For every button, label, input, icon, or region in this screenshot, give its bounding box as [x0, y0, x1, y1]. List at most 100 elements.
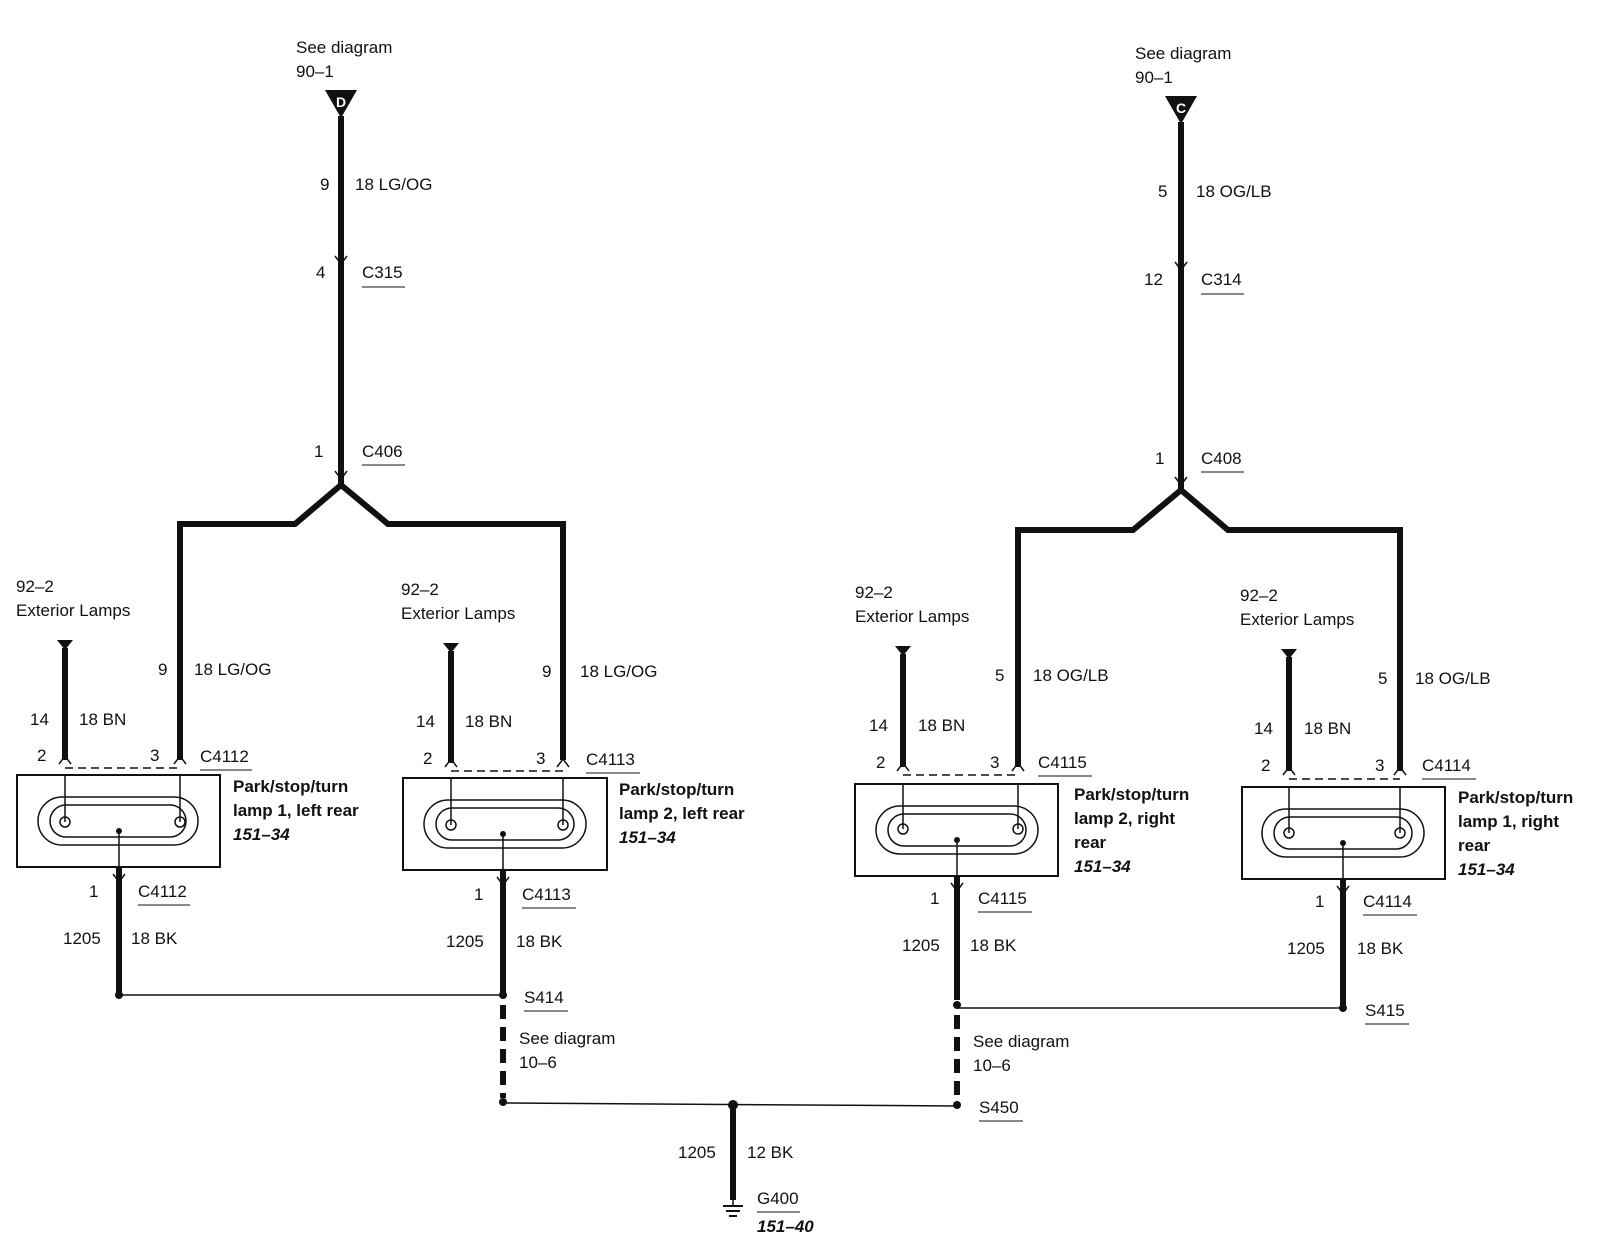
feed-arrow-icon [57, 640, 73, 650]
circuit-label: 1205 [63, 929, 101, 948]
splice-dot [499, 1098, 507, 1106]
splice-label-s414: S414 [524, 988, 564, 1007]
wire-color-label: 18 OG/LB [1033, 666, 1109, 685]
wire-color-label: 12 BK [747, 1143, 794, 1162]
ground-icon [723, 1200, 743, 1217]
splice-dot [953, 1101, 961, 1109]
pin-arrow-icon [1011, 761, 1025, 772]
pin-arrow-icon [1282, 765, 1296, 776]
connector-label: C4114 [1422, 756, 1471, 775]
exterior-lamps-label: Exterior Lamps [16, 601, 130, 620]
page-ref: 151–34 [233, 825, 290, 844]
connector-label: C4115 [1038, 753, 1087, 772]
pin-label: 1 [89, 882, 98, 901]
feed-arrow-icon [443, 643, 459, 653]
lamp-name-line: Park/stop/turn [1458, 788, 1573, 807]
pin-label: 2 [876, 753, 885, 772]
lamp-2-left-rear: 92–2 Exterior Lamps 14 18 BN 9 18 LG/OG … [401, 580, 745, 995]
feed-arrow-icon [895, 646, 911, 656]
pin-label: 1 [314, 442, 323, 461]
pin-arrow-icon [896, 761, 910, 772]
pin-label: 3 [150, 746, 159, 765]
connector-label: C4115 [978, 889, 1027, 908]
see-diagram-label: See diagram [296, 38, 392, 57]
splice-dot [499, 991, 507, 999]
connector-label: C4112 [200, 747, 249, 766]
connector-arrow-icon [950, 882, 964, 893]
pin-arrow-icon [1393, 765, 1407, 776]
wire-color-label: 18 BN [465, 712, 512, 731]
splice-label-s415: S415 [1365, 1001, 1405, 1020]
wire-color-label: 18 OG/LB [1196, 182, 1272, 201]
pin-label: 9 [320, 175, 329, 194]
connector-c-icon [1165, 96, 1197, 124]
feed-arrow-icon [1281, 649, 1297, 659]
pin-label: 3 [536, 749, 545, 768]
pin-label: 1 [474, 885, 483, 904]
lamp-name-line: lamp 1, right [1458, 812, 1559, 831]
page-ref: 151–40 [757, 1217, 814, 1236]
connector-arrow-icon [334, 255, 348, 266]
wire-color-label: 18 BK [970, 936, 1017, 955]
pin-label: 4 [316, 263, 325, 282]
wire-split-left [177, 481, 566, 760]
connector-label: C406 [362, 442, 403, 461]
lamp-name-line: lamp 1, left rear [233, 801, 359, 820]
lamp-name-line: rear [1074, 833, 1107, 852]
exterior-lamps-label: Exterior Lamps [1240, 610, 1354, 629]
see-diagram-label: See diagram [1135, 44, 1231, 63]
splice-dot [953, 1001, 961, 1009]
lamp-name-line: Park/stop/turn [619, 780, 734, 799]
pin-label: 9 [158, 660, 167, 679]
wire-color-label: 18 BK [131, 929, 178, 948]
pin-label: 3 [990, 753, 999, 772]
lamp-name-line: Park/stop/turn [233, 777, 348, 796]
pin-label: 5 [1158, 182, 1167, 201]
circuit-label: 1205 [1287, 939, 1325, 958]
wire-color-label: 18 LG/OG [355, 175, 432, 194]
connector-label: C4114 [1363, 892, 1412, 911]
exterior-lamps-ref: 92–2 [855, 583, 893, 602]
lamp-2-right-rear: 92–2 Exterior Lamps 14 18 BN 5 18 OG/LB … [854, 583, 1189, 1000]
pin-label: 2 [423, 749, 432, 768]
lamp-name-line: rear [1458, 836, 1491, 855]
source-left: See diagram 90–1 D 9 18 LG/OG 4 C315 1 C… [177, 38, 566, 760]
splice-label-s450: S450 [979, 1098, 1019, 1117]
lamp-housing [402, 777, 608, 871]
bulb-icon [37, 796, 199, 846]
connector-label: C4113 [586, 750, 635, 769]
connector-arrow-icon [1336, 885, 1350, 896]
pin-label: 1 [1315, 892, 1324, 911]
pin-label: 2 [1261, 756, 1270, 775]
diagram-ref: 10–6 [519, 1053, 557, 1072]
exterior-lamps-ref: 92–2 [16, 577, 54, 596]
splice-dot [1339, 1004, 1347, 1012]
bulb-icon [423, 799, 587, 849]
connector-letter: C [1176, 100, 1186, 116]
pin-label: 14 [416, 712, 435, 731]
connector-arrow-icon [334, 470, 348, 481]
page-ref: 151–34 [1458, 860, 1515, 879]
connector-arrow-icon [112, 873, 126, 884]
pin-arrow-icon [556, 757, 570, 768]
lamp-1-right-rear: 92–2 Exterior Lamps 14 18 BN 5 18 OG/LB … [1240, 586, 1573, 1005]
lamp-name-line: lamp 2, left rear [619, 804, 745, 823]
pin-label: 12 [1144, 270, 1163, 289]
pin-arrow-icon [58, 754, 72, 765]
pin-label: 1 [930, 889, 939, 908]
lamp-name-line: lamp 2, right [1074, 809, 1175, 828]
diagram-ref: 90–1 [296, 62, 334, 81]
pin-label: 14 [30, 710, 49, 729]
source-right: See diagram 90–1 C 5 18 OG/LB 12 C314 1 … [1015, 44, 1403, 771]
exterior-lamps-ref: 92–2 [401, 580, 439, 599]
ground-network: S414 See diagram 10–6 S415 See diagram 1… [115, 988, 1409, 1236]
connector-arrow-icon [496, 876, 510, 887]
pin-label: 9 [542, 662, 551, 681]
wire-color-label: 18 OG/LB [1415, 669, 1491, 688]
wire-color-label: 18 BK [1357, 939, 1404, 958]
connector-label: C4113 [522, 885, 571, 904]
connector-arrow-icon [1174, 476, 1188, 487]
page-ref: 151–34 [619, 828, 676, 847]
wire-split-right [1015, 486, 1403, 771]
lamp-name-line: Park/stop/turn [1074, 785, 1189, 804]
